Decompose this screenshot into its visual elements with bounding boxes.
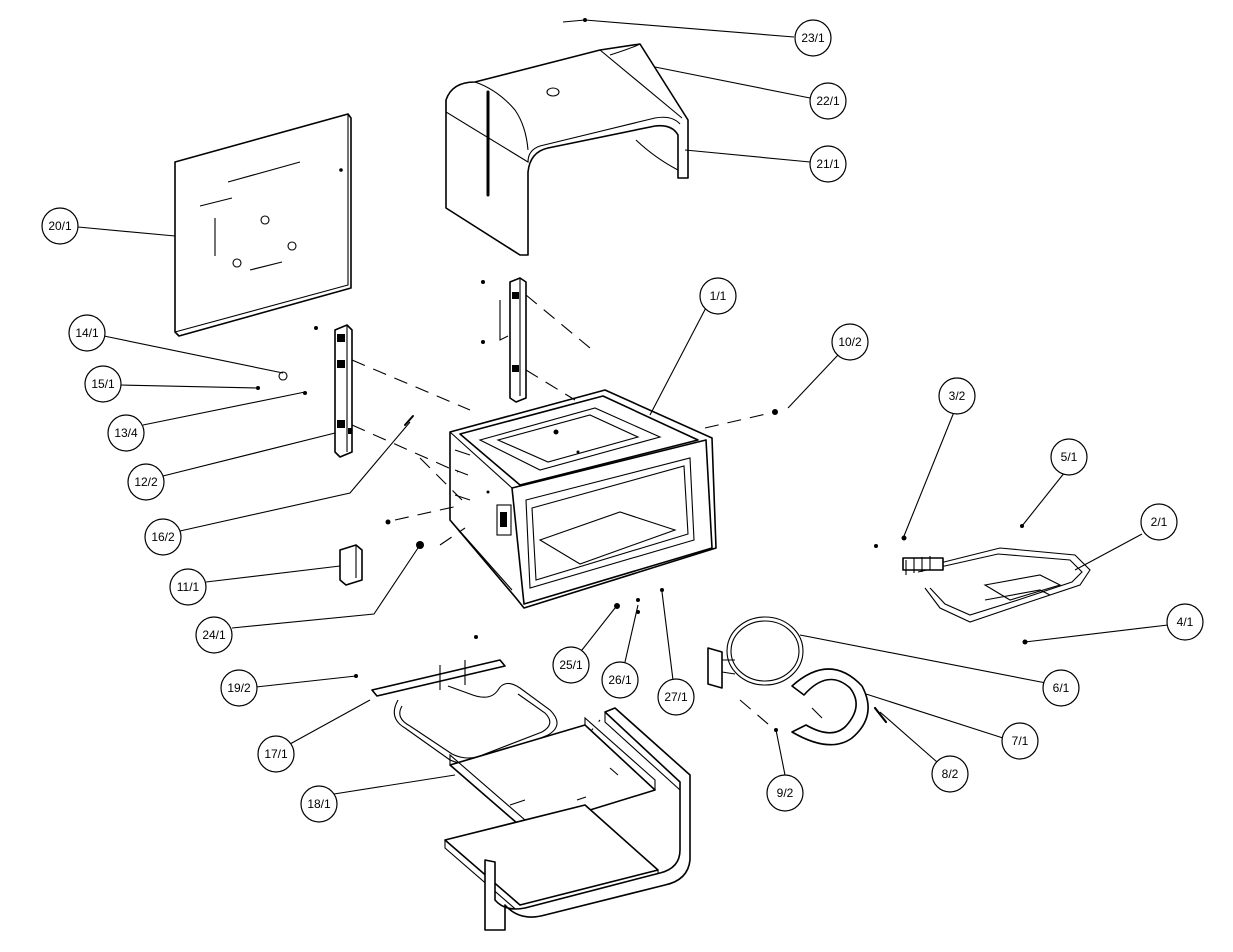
callout-13-4: 13/4 xyxy=(107,414,145,452)
callout-label: 16/2 xyxy=(151,530,175,544)
callout-label: 23/1 xyxy=(801,31,825,45)
rear-panel-part xyxy=(174,113,352,337)
callout-15-1: 15/1 xyxy=(84,365,122,403)
callout-label: 6/1 xyxy=(1053,681,1070,695)
callout-label: 10/2 xyxy=(838,335,862,349)
side-rail-center-part xyxy=(499,277,527,403)
callout-25-1: 25/1 xyxy=(552,646,590,684)
fan-cover-part xyxy=(791,668,869,746)
callout-11-1: 11/1 xyxy=(169,568,207,606)
screw-part xyxy=(562,18,587,23)
callout-10-2: 10/2 xyxy=(831,323,869,361)
callout-label: 21/1 xyxy=(816,157,840,171)
callout-23-1: 23/1 xyxy=(794,19,832,57)
oven-cavity-part xyxy=(449,389,717,609)
callout-label: 14/1 xyxy=(75,326,99,340)
grill-element-part xyxy=(902,547,1091,623)
leader-lines xyxy=(77,19,1169,795)
callout-6-1: 6/1 xyxy=(1042,669,1080,707)
callout-label: 1/1 xyxy=(710,289,727,303)
callout-19-2: 19/2 xyxy=(220,669,258,707)
callout-22-1: 22/1 xyxy=(809,82,847,120)
callout-label: 12/2 xyxy=(134,475,158,489)
callout-label: 25/1 xyxy=(559,658,583,672)
assembly-dash-lines xyxy=(351,294,776,776)
side-rail-left-part xyxy=(334,324,353,458)
callout-label: 27/1 xyxy=(664,690,688,704)
callout-label: 5/1 xyxy=(1061,450,1078,464)
bottom-tray-part xyxy=(449,716,656,831)
callout-label: 19/2 xyxy=(227,681,251,695)
callout-26-1: 26/1 xyxy=(601,661,639,699)
callout-label: 20/1 xyxy=(48,219,72,233)
bottom-casing-part xyxy=(444,707,691,931)
callout-8-2: 8/2 xyxy=(931,755,969,793)
callout-label: 17/1 xyxy=(264,747,288,761)
callout-label: 22/1 xyxy=(816,94,840,108)
callout-17-1: 17/1 xyxy=(257,735,295,773)
callout-label: 3/2 xyxy=(949,389,966,403)
callout-2-1: 2/1 xyxy=(1140,503,1178,541)
callout-label: 9/2 xyxy=(777,786,794,800)
callout-21-1: 21/1 xyxy=(809,145,847,183)
callout-label: 24/1 xyxy=(202,628,226,642)
fan-bolt-part xyxy=(873,706,888,724)
callout-4-1: 4/1 xyxy=(1166,603,1204,641)
callout-label: 13/4 xyxy=(114,426,138,440)
callout-1-1: 1/1 xyxy=(699,277,737,315)
switch-block-part xyxy=(339,544,363,586)
callout-label: 15/1 xyxy=(91,377,115,391)
callout-label: 18/1 xyxy=(307,797,331,811)
callout-9-2: 9/2 xyxy=(766,774,804,812)
callout-7-1: 7/1 xyxy=(1001,722,1039,760)
callout-27-1: 27/1 xyxy=(657,678,695,716)
bottom-element-part xyxy=(371,659,558,765)
callout-label: 4/1 xyxy=(1177,615,1194,629)
callout-label: 11/1 xyxy=(177,580,200,594)
callout-14-1: 14/1 xyxy=(68,314,106,352)
top-cover-part xyxy=(445,43,689,256)
callout-label: 26/1 xyxy=(608,673,632,687)
callout-label: 2/1 xyxy=(1151,515,1168,529)
callout-5-1: 5/1 xyxy=(1050,438,1088,476)
callout-label: 8/2 xyxy=(942,767,959,781)
callout-18-1: 18/1 xyxy=(300,785,338,823)
callout-3-2: 3/2 xyxy=(938,377,976,415)
ring-element-part xyxy=(707,616,804,689)
callouts: 23/1 22/1 21/1 20/1 1/1 10/2 14/1 15/1 1… xyxy=(41,19,1204,823)
callout-16-2: 16/2 xyxy=(144,518,182,556)
callout-label: 7/1 xyxy=(1012,734,1029,748)
callout-20-1: 20/1 xyxy=(41,207,79,245)
callout-12-2: 12/2 xyxy=(127,463,165,501)
callout-24-1: 24/1 xyxy=(195,616,233,654)
